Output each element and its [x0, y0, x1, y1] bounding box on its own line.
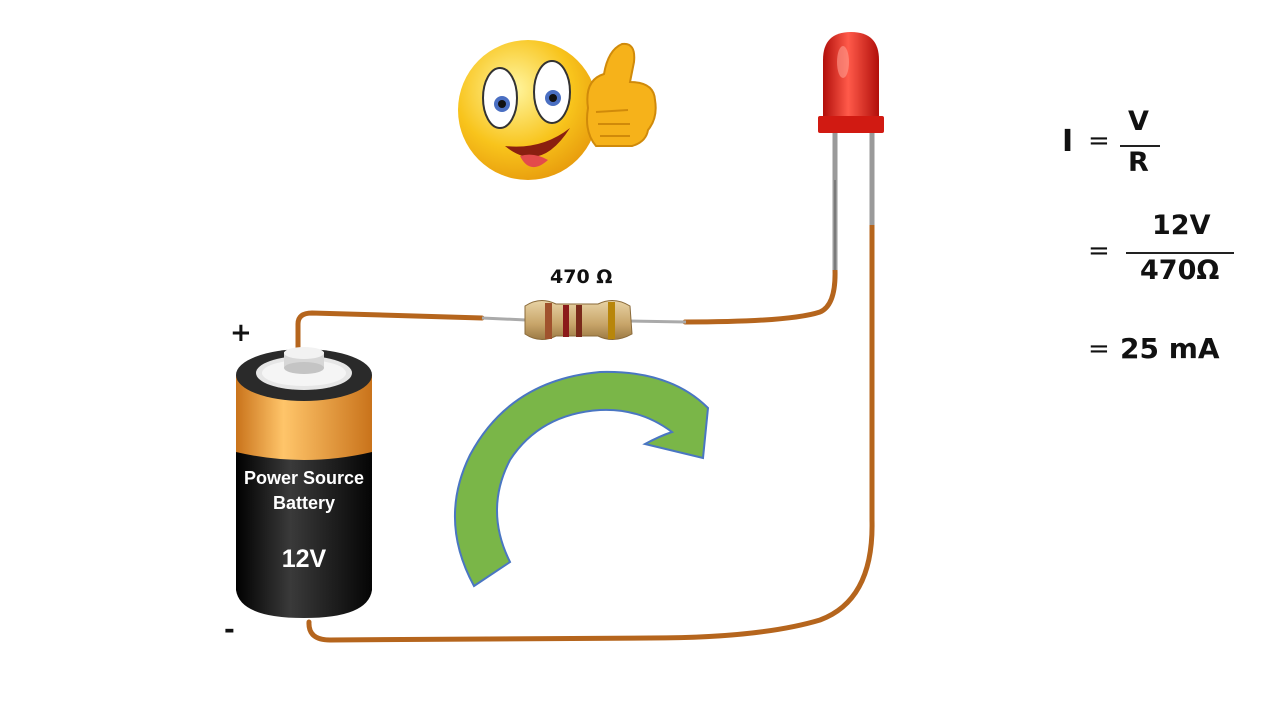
formula-equals-3: =	[1088, 334, 1110, 364]
wire-resistor-to-led	[682, 267, 838, 325]
formula-voltage-symbol: V	[1128, 106, 1149, 137]
formula-fraction-line-2	[1126, 252, 1234, 254]
formula-resistance-value: 470Ω	[1140, 255, 1220, 286]
formula-fraction-line-1	[1120, 145, 1160, 147]
resistor-lead-right	[627, 319, 687, 324]
wire-top	[295, 310, 485, 359]
wire-led-to-battery	[306, 222, 875, 643]
battery-label-line1: Power Source	[243, 468, 365, 488]
battery-negative-terminal-label: -	[224, 615, 235, 645]
battery-voltage-label: 12V	[281, 545, 327, 573]
formula-resistance-symbol: R	[1128, 147, 1149, 178]
battery-positive-terminal-label: +	[230, 318, 252, 348]
resistor-lead-left	[481, 316, 527, 322]
formula-equals-1: =	[1088, 126, 1110, 156]
battery	[236, 347, 372, 618]
current-direction-arrow	[454, 370, 710, 588]
formula-current-result: 25 mA	[1120, 332, 1220, 365]
thumbs-up-emoji-icon	[458, 40, 657, 180]
resistor-value-label: 470 Ω	[550, 266, 613, 288]
led	[818, 32, 884, 270]
resistor	[524, 300, 633, 340]
formula-current-symbol: I	[1062, 124, 1074, 159]
battery-label-line2: Battery	[272, 493, 336, 513]
formula-equals-2: =	[1088, 236, 1110, 266]
formula-voltage-value: 12V	[1152, 210, 1211, 241]
